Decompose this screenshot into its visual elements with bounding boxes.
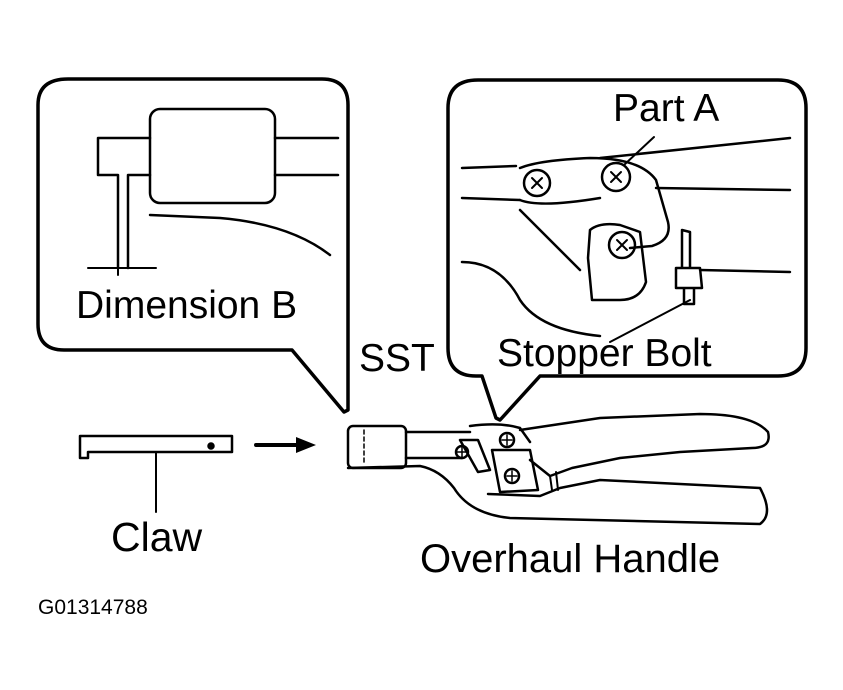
- pivot-screw-left-cross: [456, 446, 468, 458]
- sst-collar: [346, 424, 408, 470]
- part-a-leader: [623, 136, 655, 166]
- overhaul-handle-assembly: [346, 412, 770, 526]
- pivot-screw-upper-cross: [501, 434, 513, 446]
- part-a-label: Part A: [613, 87, 720, 130]
- handle-arm-closeup: [460, 136, 792, 202]
- screw-lower-x: [616, 239, 628, 251]
- screw-left-closeup: [522, 168, 552, 198]
- stopper-bolt-closeup: [674, 228, 704, 306]
- claw-hole: [207, 442, 215, 450]
- claw-body: [78, 434, 234, 460]
- dimension-b-measure-line: [87, 267, 157, 276]
- sst-collar-closeup: [148, 107, 277, 205]
- claw-label: Claw: [111, 514, 203, 560]
- lever-arm: [518, 412, 770, 478]
- handle-body: [346, 464, 769, 526]
- screw-part-a-closeup: [600, 161, 632, 193]
- handle-upper-link: [404, 423, 532, 460]
- pivot-screw-left: [454, 444, 470, 460]
- linkage-closeup: [460, 136, 792, 343]
- dimension-b-callout-border: [36, 77, 350, 414]
- pivot-screw-lower: [503, 467, 521, 485]
- stopper-bolt-label: Stopper Bolt: [497, 332, 712, 375]
- insert-arrow-head: [296, 437, 316, 453]
- pivot-screw-lower-cross: [506, 470, 518, 482]
- claw-part: [78, 434, 234, 513]
- lever-plate-closeup: [518, 156, 670, 250]
- sst-label: SST: [359, 337, 435, 380]
- lower-bracket-closeup: [586, 222, 648, 302]
- screw-left-x: [531, 177, 543, 189]
- lever-bracket: [458, 438, 540, 494]
- insert-arrow: [254, 437, 316, 453]
- body-curve-closeup: [460, 208, 792, 338]
- figure-id-label: G01314788: [38, 596, 148, 619]
- overhaul-handle-label: Overhaul Handle: [420, 537, 721, 581]
- dimension-b-callout: [36, 77, 350, 414]
- pivot-screw-upper: [498, 431, 516, 449]
- part-a-callout: [446, 78, 808, 422]
- sst-closeup: [87, 107, 340, 276]
- dimension-b-label: Dimension B: [76, 284, 298, 327]
- stopper-bolt-leader: [609, 299, 691, 343]
- part-a-callout-border: [446, 78, 808, 422]
- handle-stopper-bolt: [549, 471, 559, 491]
- screw-part-a-x: [610, 171, 622, 183]
- screw-lower-closeup: [607, 230, 637, 260]
- claw-shaft-closeup: [96, 136, 340, 270]
